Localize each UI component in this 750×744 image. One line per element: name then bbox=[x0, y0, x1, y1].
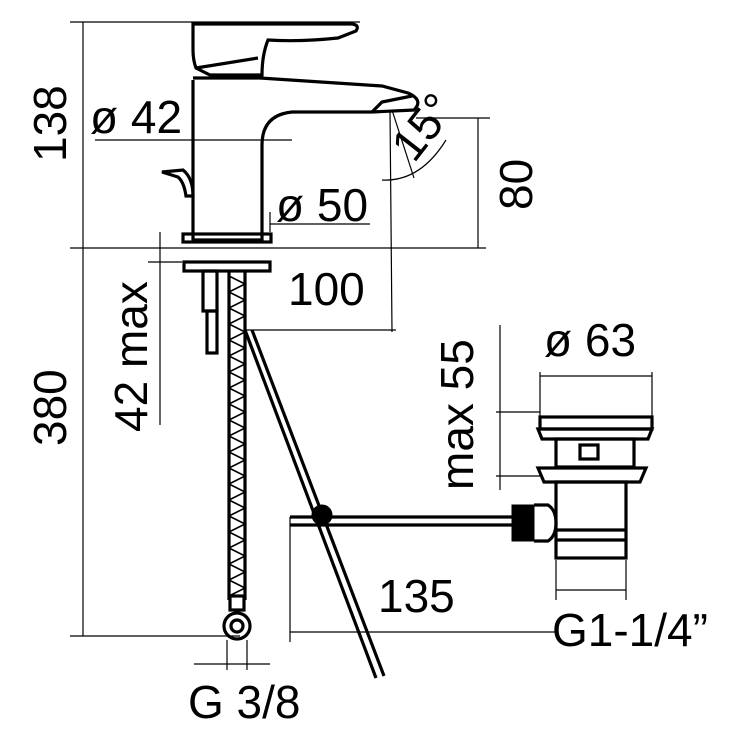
popup-knob bbox=[161, 168, 195, 198]
lever-base-line bbox=[195, 56, 259, 70]
label-body-diameter: ø 50 bbox=[276, 179, 368, 231]
deck-washer bbox=[182, 260, 272, 273]
label-spout-height: 80 bbox=[490, 159, 542, 210]
threaded-stud bbox=[201, 269, 219, 313]
label-spout-reach: 100 bbox=[288, 263, 365, 315]
waste-flange bbox=[535, 427, 655, 441]
rod-knurled-nut bbox=[511, 504, 535, 542]
rod-vertical-left bbox=[243, 329, 378, 679]
waste-stem-slot bbox=[578, 443, 600, 461]
waste-nut bbox=[535, 466, 649, 484]
waste-cap bbox=[538, 415, 654, 431]
popup-rod bbox=[243, 329, 535, 679]
label-waste-thread: G1-1/4” bbox=[552, 604, 708, 656]
waste-neck bbox=[554, 437, 636, 469]
label-hose-length: 380 bbox=[24, 369, 76, 446]
label-max-deck-thickness: 42 max bbox=[105, 281, 157, 432]
waste-valve bbox=[534, 415, 655, 560]
base-flange bbox=[181, 232, 273, 244]
spout-outlet bbox=[370, 94, 413, 114]
hose-ferrule bbox=[228, 594, 246, 612]
stud-end bbox=[205, 309, 219, 355]
hose-nut bbox=[222, 611, 252, 641]
rod-joint[interactable] bbox=[311, 504, 333, 526]
label-inlet-thread: G 3/8 bbox=[188, 676, 301, 728]
label-total-height: 138 bbox=[24, 85, 76, 162]
waste-side-outlet bbox=[534, 503, 558, 543]
label-spout-angle: 15° bbox=[381, 83, 465, 170]
lever-handle bbox=[191, 22, 359, 77]
label-base-diameter: ø 42 bbox=[90, 91, 182, 143]
flexible-hose bbox=[222, 271, 252, 641]
rod-vertical-right bbox=[250, 329, 386, 677]
label-rod-length: 135 bbox=[378, 570, 455, 622]
dimension-labels: 138 ø 42 15° 80 ø 50 100 42 max 380 ø 63… bbox=[24, 83, 708, 728]
waste-body bbox=[554, 480, 628, 560]
label-waste-max-height: max 55 bbox=[431, 339, 483, 490]
hose-nut-inner bbox=[229, 618, 245, 634]
dimension-lines bbox=[70, 21, 653, 670]
hose-braid bbox=[227, 275, 247, 597]
label-waste-diameter: ø 63 bbox=[544, 314, 636, 366]
